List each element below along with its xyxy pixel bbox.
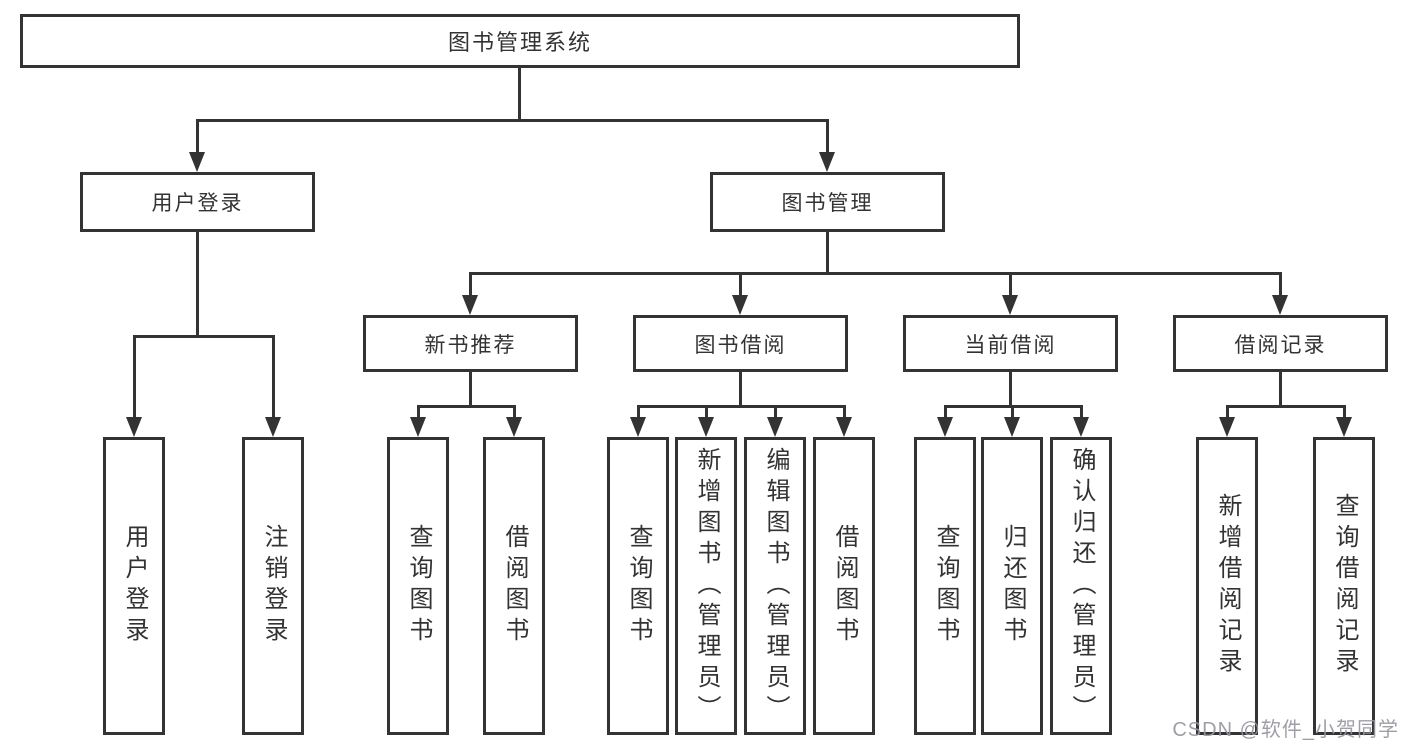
csdn-watermark: CSDN @软件_小贺同学: [1172, 719, 1399, 741]
leaf-return-books: 归还图书: [981, 437, 1043, 735]
connector-stem: [1226, 405, 1229, 419]
node-new-book-recommend: 新书推荐: [363, 315, 578, 372]
arrow-down-icon: [1073, 417, 1089, 437]
leaf-confirm-return-admin: 确认归还（管理员）: [1050, 437, 1112, 735]
leaf-query-books-current: 查询图书: [914, 437, 976, 735]
connector-bar: [469, 272, 1282, 275]
connector-stub: [518, 68, 521, 122]
leaf-add-book-admin: 新增图书（管理员）: [675, 437, 737, 735]
connector-stub: [739, 372, 742, 408]
connector-stem: [1011, 405, 1014, 419]
connector-bar: [133, 335, 275, 338]
node-book-management: 图书管理: [710, 172, 945, 232]
node-label: 用户登录: [151, 192, 244, 215]
connector-stub: [1279, 372, 1282, 408]
arrow-down-icon: [732, 295, 748, 315]
connector-stem: [705, 405, 708, 419]
connector-stem: [1279, 272, 1282, 297]
node-label: 图书管理: [781, 192, 874, 215]
connector-stem: [774, 405, 777, 419]
arrow-down-icon: [698, 417, 714, 437]
arrow-down-icon: [410, 417, 426, 437]
connector-stem: [469, 272, 472, 297]
arrow-down-icon: [1219, 417, 1235, 437]
arrow-down-icon: [767, 417, 783, 437]
node-label: 借阅图书: [501, 524, 528, 648]
arrow-down-icon: [937, 417, 953, 437]
leaf-query-books-borrowing: 查询图书: [607, 437, 669, 735]
connector-stub: [1009, 372, 1012, 408]
node-label: 新增图书（管理员）: [693, 446, 720, 726]
connector-stub: [469, 372, 472, 408]
node-label: 当前借阅: [964, 333, 1057, 357]
connector-stem: [272, 335, 275, 419]
node-user-login: 用户登录: [80, 172, 315, 232]
connector-bar: [1226, 405, 1346, 408]
node-label: 新增借阅记录: [1214, 493, 1241, 679]
connector-stem: [1080, 405, 1083, 419]
arrow-down-icon: [1004, 417, 1020, 437]
arrow-down-icon: [126, 417, 142, 437]
node-label: 查询图书: [932, 524, 959, 648]
node-library-system: 图书管理系统: [20, 14, 1020, 68]
arrow-down-icon: [265, 417, 281, 437]
node-label: 新书推荐: [424, 333, 517, 357]
leaf-add-borrow-record: 新增借阅记录: [1196, 437, 1258, 735]
arrow-down-icon: [630, 417, 646, 437]
connector-stem: [637, 405, 640, 419]
arrow-down-icon: [1336, 417, 1352, 437]
arrow-down-icon: [506, 417, 522, 437]
leaf-borrow-books-borrowing: 借阅图书: [813, 437, 875, 735]
node-label: 查询图书: [405, 524, 432, 648]
connector-bar: [417, 405, 516, 408]
connector-stem: [739, 272, 742, 297]
leaf-edit-book-admin: 编辑图书（管理员）: [744, 437, 806, 735]
connector-bar: [637, 405, 846, 408]
arrow-down-icon: [819, 152, 835, 172]
arrow-down-icon: [1272, 295, 1288, 315]
node-label: 借阅记录: [1234, 333, 1327, 357]
node-label: 编辑图书（管理员）: [762, 446, 789, 726]
arrow-down-icon: [189, 152, 205, 172]
connector-stub: [196, 232, 199, 338]
connector-stem: [1343, 405, 1346, 419]
connector-stem: [196, 119, 199, 154]
node-current-borrowing: 当前借阅: [903, 315, 1118, 372]
connector-stem: [1009, 272, 1012, 297]
node-label: 用户登录: [121, 524, 148, 648]
connector-stem: [513, 405, 516, 419]
node-label: 归还图书: [999, 524, 1026, 648]
arrow-down-icon: [836, 417, 852, 437]
node-label: 查询借阅记录: [1331, 493, 1358, 679]
connector-stem: [826, 119, 829, 154]
connector-stem: [944, 405, 947, 419]
leaf-query-books-recommend: 查询图书: [387, 437, 449, 735]
node-label: 借阅图书: [831, 524, 858, 648]
node-label: 图书管理系统: [447, 30, 592, 55]
node-borrowing-records: 借阅记录: [1173, 315, 1388, 372]
connector-bar: [196, 119, 829, 122]
leaf-logout: 注销登录: [242, 437, 304, 735]
leaf-user-login: 用户登录: [103, 437, 165, 735]
leaf-query-borrow-record: 查询借阅记录: [1313, 437, 1375, 735]
node-label: 确认归还（管理员）: [1068, 446, 1095, 726]
arrow-down-icon: [1002, 295, 1018, 315]
node-label: 查询图书: [625, 524, 652, 648]
leaf-borrow-books-recommend: 借阅图书: [483, 437, 545, 735]
connector-stem: [417, 405, 420, 419]
node-label: 图书借阅: [694, 333, 787, 357]
connector-stub: [826, 232, 829, 275]
node-label: 注销登录: [260, 524, 287, 648]
arrow-down-icon: [462, 295, 478, 315]
node-book-borrowing: 图书借阅: [633, 315, 848, 372]
connector-stem: [843, 405, 846, 419]
connector-stem: [133, 335, 136, 419]
